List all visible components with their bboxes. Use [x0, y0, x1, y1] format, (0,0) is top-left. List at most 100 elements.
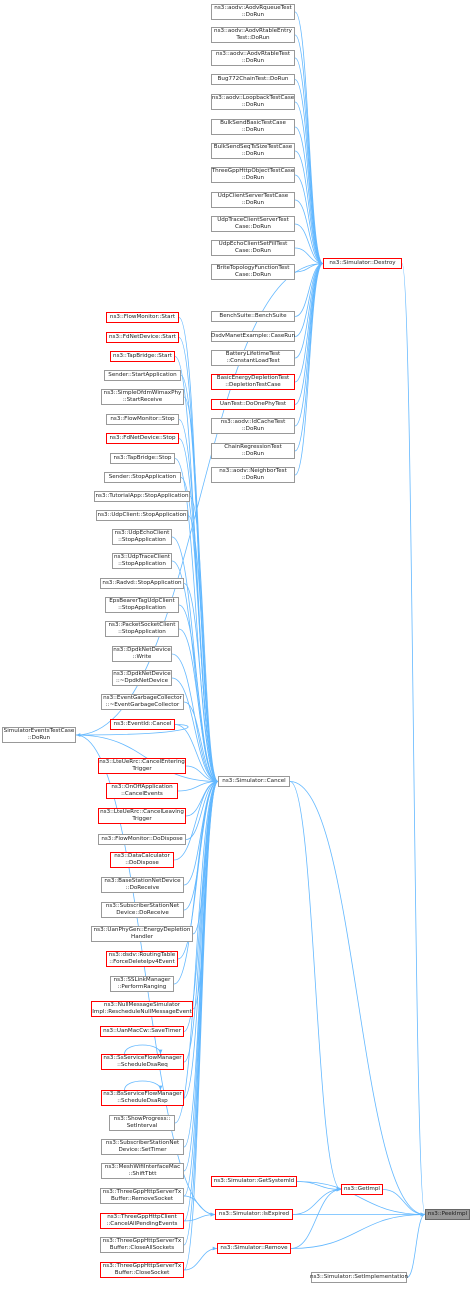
- node-uan-test[interactable]: UanTest::DoOnePhyTest: [211, 399, 295, 410]
- node-aodv-loopback-test[interactable]: ns3::aodv::LoopbackTestCase ::DoRun: [211, 94, 295, 110]
- edge-tutorialapp-to-sim_cancel: [189, 496, 219, 784]
- node-bulksend-seq-test[interactable]: BulkSendSeqTsSizeTestCase ::DoRun: [211, 143, 295, 159]
- node-threegpp-close-socket[interactable]: ns3::ThreeGppHttpServerTx Buffer::CloseS…: [100, 1262, 184, 1278]
- node-lteuerrc-cancel-leaving[interactable]: ns3::LteUeRrc::CancelLeaving Trigger: [98, 808, 186, 824]
- node-fdnetdevice-start[interactable]: ns3::FdNetDevice::Start: [106, 332, 179, 343]
- edge-radvd_stop-to-sim_cancel: [183, 583, 219, 784]
- node-udp-trace-client-server-test[interactable]: UdpTraceClientServerTest Case::DoRun: [211, 216, 295, 232]
- node-threegpp-http-object-test[interactable]: ThreeGppHttpObjectTestCase ::DoRun: [211, 167, 295, 183]
- node-get-impl[interactable]: ns3::GetImpl: [341, 1184, 383, 1195]
- edge-epsbearer-to-sim_cancel: [178, 604, 219, 784]
- edge-dpdk_dtor-to-sim_cancel: [171, 677, 219, 784]
- node-event-garbage-collector[interactable]: ns3::EventGarbageCollector ::~EventGarba…: [101, 694, 184, 710]
- node-show-progress[interactable]: ns3::ShowProgress:: SetInterval: [109, 1115, 175, 1131]
- node-simulator-remove[interactable]: ns3::Simulator::Remove: [217, 1243, 291, 1254]
- node-simple-ofdm-wimax-phy[interactable]: ns3::SimpleOfdmWimaxPhy ::StartReceive: [101, 389, 184, 405]
- node-simulator-destroy[interactable]: ns3::Simulator::Destroy: [323, 258, 402, 269]
- node-fdnetdevice-stop[interactable]: ns3::FdNetDevice::Stop: [106, 433, 179, 444]
- node-tutorial-app-stop[interactable]: ns3::TutorialApp::StopApplication: [94, 491, 190, 502]
- node-null-message-simulator[interactable]: ns3::NullMessageSimulator Impl::Reschedu…: [91, 1001, 193, 1017]
- edge-onoff-to-sim_cancel: [177, 779, 219, 792]
- node-udp-client-server-test[interactable]: UdpClientServerTestCase ::DoRun: [211, 192, 295, 208]
- node-simulator-cancel[interactable]: ns3::Simulator::Cancel: [218, 776, 290, 787]
- node-flowmonitor-stop[interactable]: ns3::FlowMonitor::Stop: [106, 414, 179, 425]
- node-aodv-idcache-test[interactable]: ns3::aodv::IdCacheTest ::DoRun: [211, 418, 295, 434]
- node-udp-trace-client-stop[interactable]: ns3::UdpTraceClient ::StopApplication: [112, 553, 172, 569]
- edge-getimpl-to-peekimpl: [382, 1189, 426, 1217]
- node-flowmonitor-start[interactable]: ns3::FlowMonitor::Start: [106, 312, 179, 323]
- node-flowmonitor-dispose[interactable]: ns3::FlowMonitor::DoDispose: [98, 834, 186, 845]
- node-ss-service-flow-manager[interactable]: ns3::SsServiceFlowManager ::ScheduleDsaR…: [101, 1054, 184, 1070]
- node-dsdv-manet-example[interactable]: DsdvManetExample::CaseRun: [211, 331, 295, 342]
- edge-sim_getsystemid-to-peekimpl: [296, 1181, 426, 1217]
- node-bug772-chain-test[interactable]: Bug772ChainTest::DoRun: [211, 74, 295, 85]
- node-dpdk-destructor[interactable]: ns3::DpdkNetDevice ::~DpdkNetDevice: [112, 670, 172, 686]
- edge-chainreg-to-sim_destroy: [294, 261, 324, 452]
- node-sender-start-application[interactable]: Sender::StartApplication: [104, 370, 181, 381]
- node-aodv-neighbor-test[interactable]: ns3::aodv::NeighborTest ::DoRun: [211, 467, 295, 483]
- node-dpdk-write[interactable]: ns3::DpdkNetDevice ::Write: [112, 646, 172, 662]
- self-loop-ssservice: [124, 1044, 163, 1055]
- node-onoff-cancel-events[interactable]: ns3::OnOffApplication ::CancelEvents: [106, 783, 178, 799]
- edge-threegpp_obj-to-sim_destroy: [294, 174, 324, 266]
- node-udp-client-stop[interactable]: ns3::UdpClient::StopApplication: [96, 510, 188, 521]
- node-bench-suite[interactable]: BenchSuite::BenchSuite: [211, 311, 295, 322]
- node-udp-echo-client-stop[interactable]: ns3::UdpEchoClient ::StopApplication: [112, 529, 172, 545]
- node-brite-topology-test[interactable]: BriteTopologyFunctionTest Case::DoRun: [211, 264, 295, 280]
- node-battery-lifetime-test[interactable]: BatteryLifetimeTest ::ConstantLoadTest: [211, 350, 295, 366]
- node-lteuerrc-cancel-entering[interactable]: ns3::LteUeRrc::CancelEntering Trigger: [98, 758, 186, 774]
- node-peek-impl[interactable]: ns3::PeekImpl: [425, 1209, 470, 1220]
- node-simulator-get-system-id[interactable]: ns3::Simulator::GetSystemId: [211, 1176, 297, 1187]
- node-simulator-is-expired[interactable]: ns3::Simulator::IsExpired: [215, 1209, 293, 1220]
- node-tapbridge-stop[interactable]: ns3::TapBridge::Stop: [110, 453, 175, 464]
- node-basic-energy-depletion-test[interactable]: BasicEnergyDepletionTest ::DepletionTest…: [211, 374, 295, 390]
- node-aodv-rtable-test[interactable]: ns3::aodv::AodvRtableTest ::DoRun: [211, 50, 295, 66]
- edge-udpclient_stop-to-sim_cancel: [187, 515, 219, 784]
- edge-sim_remove-to-peekimpl: [290, 1212, 426, 1249]
- node-simulator-set-implementation[interactable]: ns3::Simulator::SetImplementation: [310, 1272, 408, 1283]
- edge-eventid_cancel-to-sim_cancel: [174, 724, 219, 784]
- node-tapbridge-start[interactable]: ns3::TapBridge::Start: [110, 351, 175, 362]
- node-aodv-rqueue-test[interactable]: ns3::aodv::AodvRqueueTest ::DoRun: [211, 4, 295, 20]
- edge-loopback-to-sim_destroy: [294, 101, 324, 266]
- edge-bulkbasic-to-sim_destroy: [294, 126, 324, 266]
- edge-sim_remove-to-getimpl: [290, 1187, 342, 1249]
- node-radvd-stop[interactable]: ns3::Radvd::StopApplication: [100, 578, 184, 589]
- edge-tg_close-to-sim_remove: [183, 1246, 218, 1271]
- node-sslink-manager[interactable]: ns3::SSLinkManager ::PerformRanging: [110, 976, 174, 992]
- node-uanphygen-energy-depletion[interactable]: ns3::UanPhyGen::EnergyDepletion Handler: [91, 926, 193, 942]
- node-packet-socket-client[interactable]: ns3::PacketSocketClient ::StopApplicatio…: [105, 621, 179, 637]
- edge-sim_setimpl-to-peekimpl: [406, 1212, 426, 1278]
- node-threegpp-close-all-sockets[interactable]: ns3::ThreeGppHttpServerTx Buffer::CloseA…: [100, 1237, 184, 1253]
- node-udp-echo-fill-test[interactable]: UdpEchoClientSetFillTest Case::DoRun: [211, 240, 295, 256]
- node-subscriberstation-set-timer[interactable]: ns3::SubscriberStationNet Device::SetTim…: [101, 1139, 184, 1155]
- node-threegpp-remove-socket[interactable]: ns3::ThreeGppHttpServerTx Buffer::Remove…: [100, 1188, 184, 1204]
- node-dsdv-routing-table[interactable]: ns3::dsdv::RoutingTable ::ForceDeleteIpv…: [106, 951, 178, 967]
- edge-ssdevice_timer-to-sim_cancel: [183, 779, 219, 1148]
- node-bs-service-flow-manager[interactable]: ns3::BsServiceFlowManager ::ScheduleDsaR…: [101, 1090, 184, 1106]
- node-epsbearer-tag-udp-client[interactable]: EpsBearerTagUdpClient ::StopApplication: [105, 597, 179, 613]
- edge-sim_isexpired-to-getimpl: [292, 1187, 342, 1215]
- edge-eventgarbage-to-sim_cancel: [183, 701, 219, 784]
- edge-sslink-to-sim_cancel: [173, 779, 219, 985]
- node-sender-stop-application[interactable]: Sender::StopApplication: [104, 472, 181, 483]
- node-uanmaccw-save-timer[interactable]: ns3::UanMacCw::SaveTimer: [100, 1026, 184, 1037]
- node-chain-regression-test[interactable]: ChainRegressionTest ::DoRun: [211, 443, 295, 459]
- edge-sim_cancel-to-peekimpl: [289, 781, 426, 1217]
- node-aodv-rtable-entry-test[interactable]: ns3::aodv::AodvRtableEntry Test::DoRun: [211, 27, 295, 43]
- node-mesh-wifi-shift-tbtt[interactable]: ns3::MeshWifiInterfaceMac ::ShiftTbtt: [101, 1163, 184, 1179]
- edge-artable_entry-to-sim_destroy: [294, 34, 324, 266]
- node-threegpp-cancel-all[interactable]: ns3::ThreeGppHttpClient ::CancelAllPendi…: [100, 1213, 184, 1229]
- node-basestation-receive[interactable]: ns3::BaseStationNetDevice ::DoReceive: [101, 877, 184, 893]
- edge-sim_destroy-to-peekimpl: [401, 263, 426, 1217]
- node-eventid-cancel[interactable]: ns3::EventId::Cancel: [110, 719, 175, 730]
- edge-eventid_cancel-to-simevents: [75, 724, 189, 737]
- edge-bulkseq-to-sim_destroy: [294, 150, 324, 266]
- node-subscriberstation-receive[interactable]: ns3::SubscriberStationNet Device::DoRece…: [101, 902, 184, 918]
- node-bulksend-basic-test[interactable]: BulkSendBasicTestCase ::DoRun: [211, 119, 295, 135]
- node-datacalculator-dispose[interactable]: ns3::DataCalculator ::DoDispose: [110, 852, 174, 868]
- node-simulator-events-test[interactable]: SimulatorEventsTestCase ::DoRun: [2, 727, 76, 743]
- edge-tg_cancelall-to-sim_isexpired: [183, 1212, 216, 1222]
